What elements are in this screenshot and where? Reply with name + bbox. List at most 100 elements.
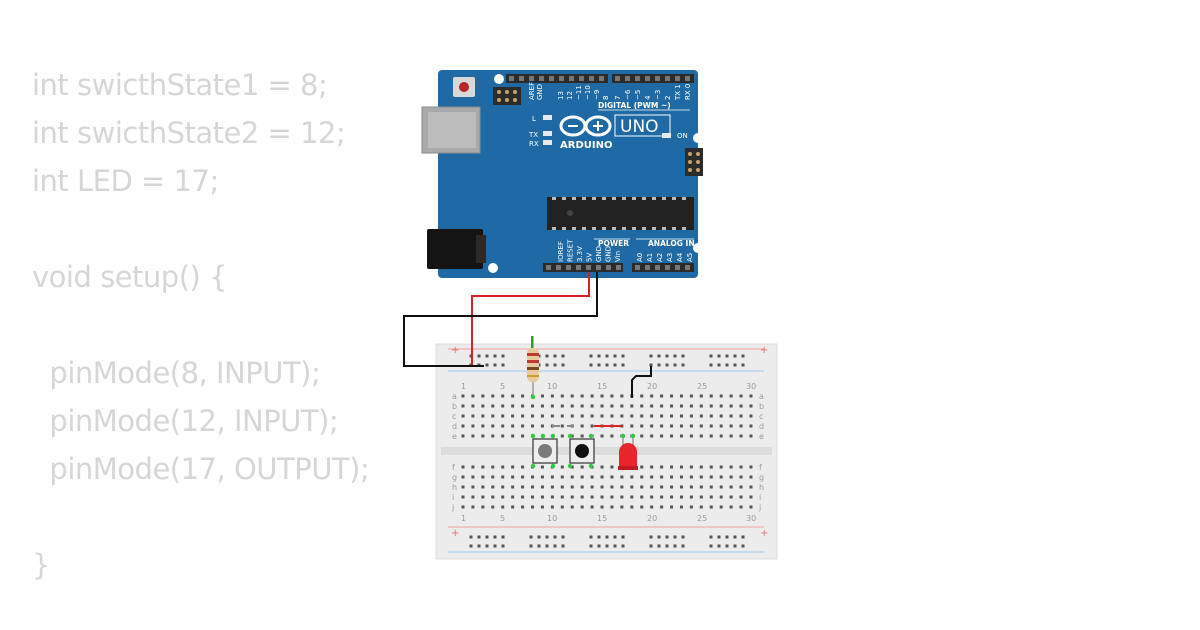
breadboard-hole (560, 434, 564, 438)
breadboard-hole (461, 505, 465, 509)
chip-pin (632, 227, 636, 230)
breadboard-hole (699, 505, 703, 509)
pushbutton-2[interactable] (569, 438, 595, 464)
breadboard-hole (650, 434, 654, 438)
wire-5v-red[interactable] (471, 272, 590, 366)
led-body (619, 443, 637, 468)
breadboard-hole (580, 404, 584, 408)
breadboard-hole (709, 404, 713, 408)
breadboard-hole (670, 424, 674, 428)
breadboard-hole (670, 485, 674, 489)
breadboard-hole (739, 475, 743, 479)
breadboard-hole (481, 414, 485, 418)
pushbutton-1-cap[interactable] (538, 444, 552, 458)
breadboard-hole (511, 485, 515, 489)
analog-in-label: ANALOG IN (648, 239, 695, 248)
breadboard-hole (640, 414, 644, 418)
resistor[interactable] (527, 336, 539, 396)
rail-hole (589, 544, 593, 548)
breadboard-hole (590, 495, 594, 499)
rail-hole (477, 354, 481, 358)
breadboard-hole (640, 485, 644, 489)
rail-hole (649, 535, 653, 539)
breadboard-hole (531, 495, 535, 499)
pushbutton-1[interactable] (532, 438, 558, 464)
code-line-8: pinMode(12, INPUT); (32, 404, 339, 438)
rail-hole (537, 544, 541, 548)
breadboard-hole (511, 465, 515, 469)
breadboard-hole (739, 404, 743, 408)
col-num-30-top: 30 (746, 382, 756, 391)
header-pin (596, 265, 601, 270)
icsp-header-top (493, 87, 521, 105)
breadboard-hole (660, 394, 664, 398)
breadboard-hole (540, 394, 544, 398)
icsp-header-right (685, 148, 703, 176)
header-pin (529, 76, 534, 81)
rail-hole (605, 544, 609, 548)
breadboard-hole (481, 465, 485, 469)
breadboard-hole (600, 394, 604, 398)
mount-hole-1 (494, 74, 504, 84)
breadboard-hole (630, 414, 634, 418)
breadboard-hole (650, 495, 654, 499)
breadboard-hole (570, 495, 574, 499)
header-pin (665, 76, 670, 81)
rail-hole (529, 535, 533, 539)
breadboard-hole (461, 414, 465, 418)
reset-button-cap[interactable] (459, 82, 469, 92)
rail-hole (733, 544, 737, 548)
breadboard-hole (461, 394, 465, 398)
header-pin (589, 76, 594, 81)
rail-hole (561, 354, 565, 358)
power-analog-header[interactable] (543, 263, 694, 272)
power-pin-label: IOREF (557, 241, 565, 262)
breadboard[interactable]: + + + + 1 5 10 15 20 25 30 1 5 10 15 20 … (435, 343, 778, 560)
connection-dot (588, 433, 594, 439)
breadboard-hole (531, 424, 535, 428)
digital-header[interactable] (506, 74, 694, 83)
header-pin (569, 76, 574, 81)
breadboard-hole (521, 434, 525, 438)
rail-hole (681, 535, 685, 539)
chip-pin (622, 197, 626, 200)
pushbutton-2-cap[interactable] (575, 444, 589, 458)
breadboard-hole (531, 404, 535, 408)
breadboard-hole (699, 414, 703, 418)
dc-power-jack (427, 229, 483, 269)
breadboard-hole (749, 495, 753, 499)
led-rx-label: RX (529, 140, 539, 148)
breadboard-hole (471, 394, 475, 398)
breadboard-hole (481, 394, 485, 398)
breadboard-hole (570, 404, 574, 408)
breadboard-hole (540, 475, 544, 479)
digital-pin-label: 8 (602, 96, 610, 100)
breadboard-hole (679, 465, 683, 469)
rail-hole (741, 535, 745, 539)
breadboard-hole (699, 434, 703, 438)
breadboard-hole (570, 485, 574, 489)
chip-pin (602, 227, 606, 230)
breadboard-hole (590, 505, 594, 509)
resistor-band-4 (527, 375, 539, 377)
chip-pin (622, 227, 626, 230)
power-pin-label: 5V (586, 253, 594, 262)
digital-pin-label: ~6 (624, 89, 632, 100)
breadboard-hole (749, 414, 753, 418)
wire-gnd-black[interactable] (403, 272, 598, 367)
rail-hole (589, 535, 593, 539)
breadboard-hole (491, 505, 495, 509)
rail-hole (545, 354, 549, 358)
wire-ground-jumper[interactable] (631, 366, 652, 398)
rail-hole (597, 544, 601, 548)
rail-hole (501, 544, 505, 548)
breadboard-hole (471, 485, 475, 489)
breadboard-hole (471, 495, 475, 499)
breadboard-hole (471, 434, 475, 438)
wires[interactable] (403, 272, 652, 427)
col-num-1-top: 1 (461, 382, 466, 391)
breadboard-hole (719, 465, 723, 469)
breadboard-hole (640, 404, 644, 408)
rail-hole (553, 354, 557, 358)
